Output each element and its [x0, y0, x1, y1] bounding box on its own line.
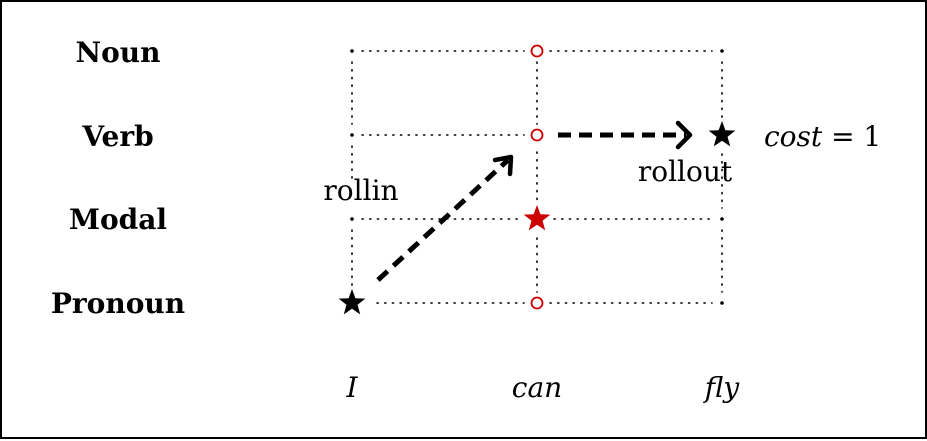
rollin-arrow [376, 154, 514, 282]
node-dot-modal-fly [720, 217, 724, 221]
tag-label-noun: Noun [76, 36, 161, 69]
lattice-grid [351, 50, 723, 304]
rollout-arrow [558, 120, 693, 150]
node-dot-pronoun-fly [720, 301, 724, 305]
node-dot-noun-fly [720, 49, 724, 53]
node-dot-verb-i [350, 133, 354, 137]
rollout-label: rollout [638, 155, 733, 188]
node-circle-verb-can [530, 128, 544, 142]
node-star-verb-fly [708, 121, 736, 147]
node-circle-noun-can [530, 44, 544, 58]
word-label-can: can [512, 371, 562, 404]
tag-label-verb: Verb [81, 120, 153, 153]
node-dot-modal-i [350, 217, 354, 221]
lattice-nodes [338, 44, 736, 315]
tag-label-pronoun: Pronoun [51, 287, 185, 320]
rollin-label: rollin [323, 174, 398, 207]
node-dot-noun-i [350, 49, 354, 53]
cost-value: = 1 [822, 120, 881, 153]
node-star-modal-can [523, 205, 551, 231]
node-circle-pronoun-can [530, 296, 544, 310]
node-star-pronoun-i [338, 289, 366, 315]
cost-word: cost [764, 120, 823, 153]
cost-annotation: cost = 1 [764, 120, 881, 153]
word-label-i: I [345, 371, 358, 404]
word-label-fly: fly [703, 371, 741, 404]
tag-label-modal: Modal [69, 203, 167, 236]
